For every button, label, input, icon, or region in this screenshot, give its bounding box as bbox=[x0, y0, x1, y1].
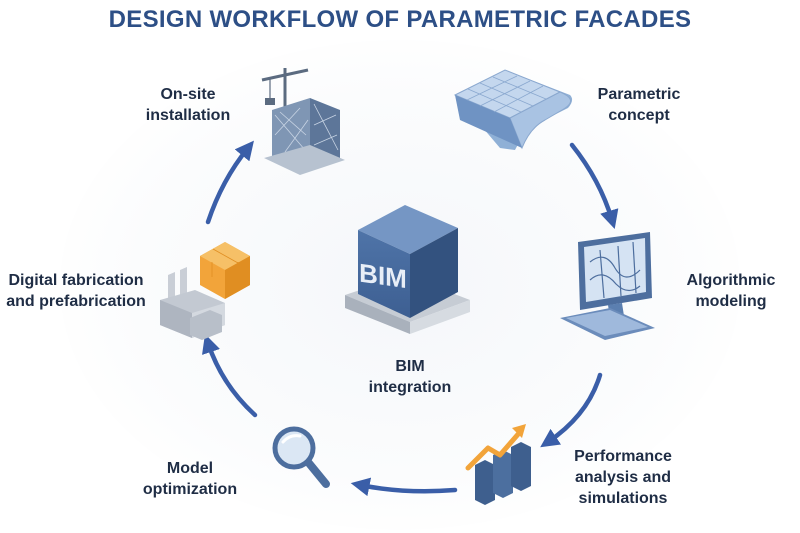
magnifier-icon bbox=[272, 426, 330, 488]
bim-cube-text: BIM bbox=[359, 258, 407, 295]
crane-facade-icon bbox=[261, 68, 345, 175]
bim-cube-icon: BIM bbox=[345, 205, 470, 334]
arrow-fabrication-to-installation bbox=[205, 140, 254, 225]
curved-panel-icon bbox=[453, 69, 573, 150]
cycle-arrows bbox=[202, 140, 619, 497]
factory-prefab-icon bbox=[160, 242, 250, 340]
computer-wireframe-icon bbox=[560, 232, 655, 340]
arrow-modeling-to-performance bbox=[540, 372, 603, 448]
arrow-performance-to-optimization bbox=[350, 477, 458, 497]
diagram-title: DESIGN WORKFLOW OF PARAMETRIC FACADES bbox=[108, 6, 692, 33]
bar-chart-growth-icon bbox=[465, 424, 531, 505]
arrow-concept-to-modeling bbox=[569, 142, 619, 230]
arrow-optimization-to-fabrication bbox=[202, 334, 258, 418]
